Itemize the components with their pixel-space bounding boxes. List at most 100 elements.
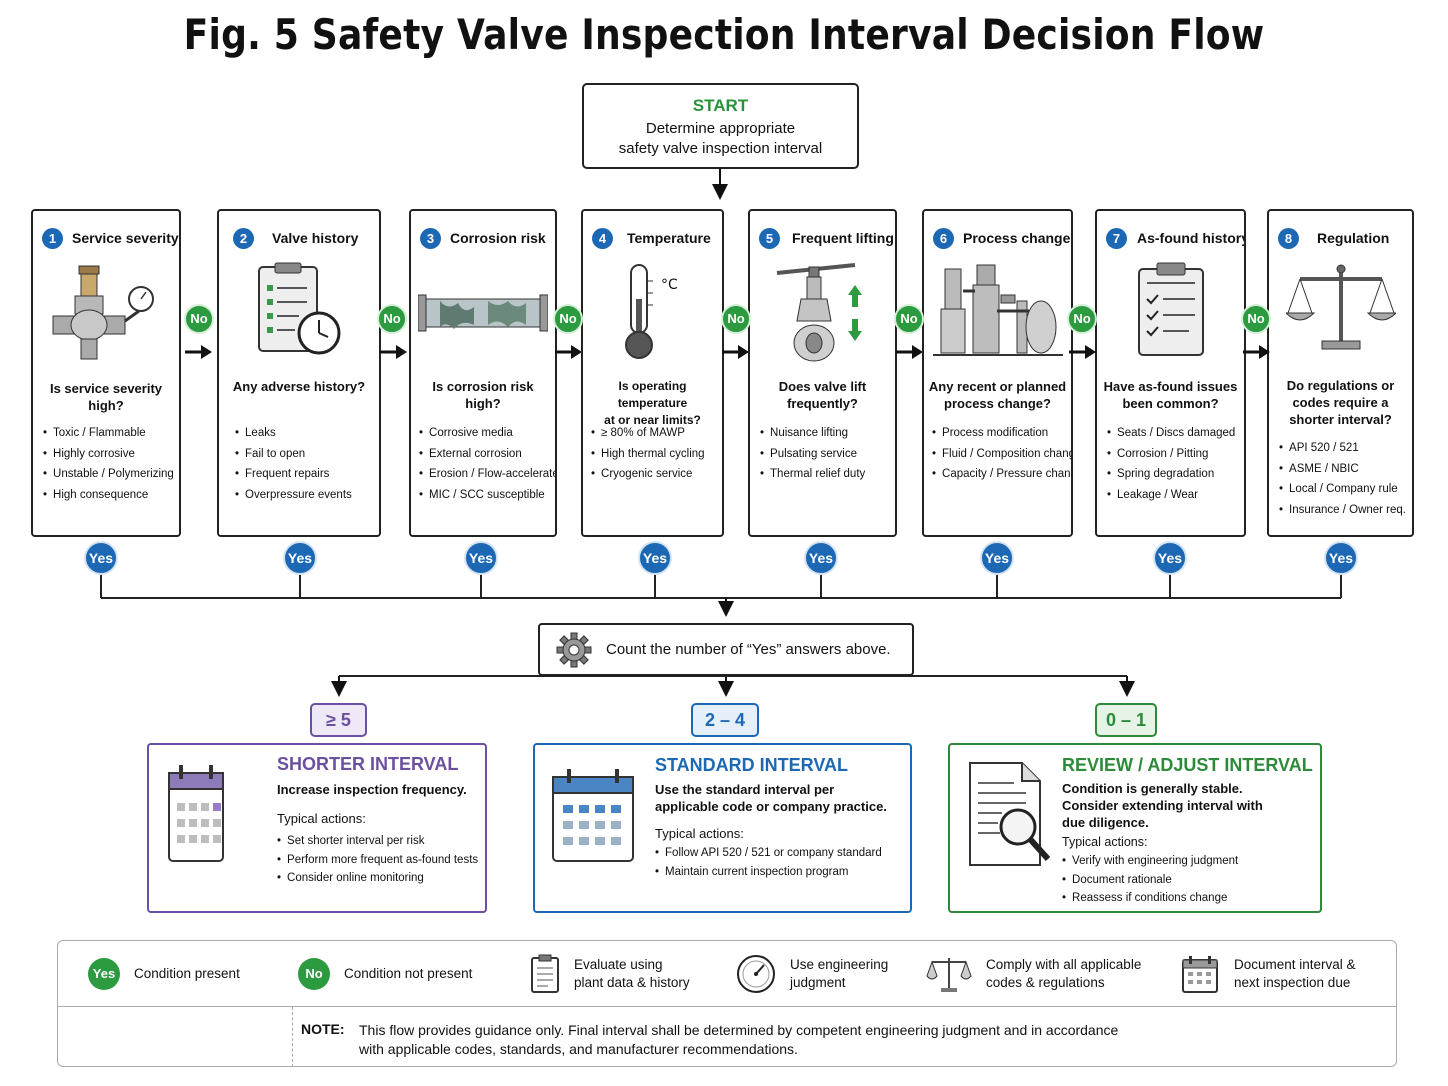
question-text: Is operating temperature at or near limi… xyxy=(587,378,718,429)
question-text: Is corrosion risk high? xyxy=(432,379,534,411)
step-number-badge: 8 xyxy=(1278,227,1299,249)
legend-text: Evaluate using plant data & history xyxy=(574,956,690,992)
yes-badge: Yes xyxy=(1153,541,1187,575)
yes-badge: Yes xyxy=(464,541,498,575)
question-line-1: Do regulations or xyxy=(1286,378,1395,393)
question-text: Do regulations or codes require a shorte… xyxy=(1273,377,1408,428)
question-text: Any adverse history? xyxy=(232,379,366,394)
criteria-item: Overpressure events xyxy=(235,485,377,506)
legend-line: Evaluate using xyxy=(574,957,663,972)
typical-actions-label: Typical actions: xyxy=(655,826,744,841)
note-line: This flow provides guidance only. Final … xyxy=(359,1022,1119,1038)
no-badge: No xyxy=(377,304,407,334)
step-number-badge: 5 xyxy=(759,227,780,249)
celsius-label: °C xyxy=(661,277,678,293)
action-item: Reassess if conditions change xyxy=(1062,889,1238,908)
step-number-badge: 3 xyxy=(420,227,441,249)
question-text: Does valve lift frequently? xyxy=(754,378,891,412)
no-badge: No xyxy=(298,958,330,990)
criteria-item: API 520 / 521 xyxy=(1279,438,1410,459)
outcome-title: REVIEW / ADJUST INTERVAL xyxy=(1062,755,1313,775)
criteria-item: Toxic / Flammable xyxy=(43,423,177,444)
criteria-item: ASME / NBIC xyxy=(1279,459,1410,480)
legend-no: No Condition not present xyxy=(298,941,472,1007)
legend-evaluate: Evaluate using plant data & history xyxy=(530,941,690,1007)
outcome-summary: Increase inspection frequency. xyxy=(277,782,467,797)
step-number-badge: 7 xyxy=(1106,227,1127,249)
action-item: Set shorter interval per risk xyxy=(277,832,478,851)
note-line: with applicable codes, standards, and ma… xyxy=(359,1041,798,1057)
criteria-item: High consequence xyxy=(43,485,177,506)
right-arrow-icon xyxy=(1243,345,1270,359)
step-number-badge: 2 xyxy=(233,227,254,249)
legend-row: Yes Condition present No Condition not p… xyxy=(58,941,1396,1007)
action-item: Document rationale xyxy=(1062,871,1238,890)
legend-line: next inspection due xyxy=(1234,975,1351,990)
right-arrow-icon xyxy=(555,345,582,359)
question-text: Any recent or planned process change? xyxy=(928,378,1067,412)
action-item: Consider online monitoring xyxy=(277,869,478,888)
right-arrow-icon xyxy=(1069,345,1096,359)
card-title: Regulation xyxy=(1317,230,1390,246)
legend-yes-text: Condition present xyxy=(134,966,240,981)
summary-line: Condition is generally stable. xyxy=(1062,781,1243,796)
criteria-item: Local / Company rule xyxy=(1279,479,1410,500)
action-item: Follow API 520 / 521 or company standard xyxy=(655,844,882,863)
criteria-item: Insurance / Owner req. xyxy=(1279,500,1410,521)
outcome-box-shorter-interval: SHORTER INTERVAL Increase inspection fre… xyxy=(147,743,487,913)
step-number-badge: 6 xyxy=(933,227,954,249)
legend-no-text: Condition not present xyxy=(344,966,473,981)
criteria-item: Unstable / Polymerizing xyxy=(43,464,177,485)
legend-line: plant data & history xyxy=(574,975,690,990)
criteria-list: ≥ 80% of MAWP High thermal cycling Cryog… xyxy=(591,423,720,485)
process-equipment-icon xyxy=(924,261,1071,371)
legend-line: Comply with all applicable xyxy=(986,957,1142,972)
question-line-2: frequently? xyxy=(787,396,858,411)
figure-title: Fig. 5 Safety Valve Inspection Interval … xyxy=(183,10,1265,59)
step-number-badge: 4 xyxy=(592,227,613,249)
summary-line: applicable code or company practice. xyxy=(655,799,887,814)
criteria-item: Pulsating service xyxy=(760,444,893,465)
legend-yes: Yes Condition present xyxy=(88,941,240,1007)
outcome-box-standard-interval: STANDARD INTERVAL Use the standard inter… xyxy=(533,743,912,913)
corroded-pipe-icon xyxy=(411,261,555,371)
legend-text: Document interval & next inspection due xyxy=(1234,956,1356,992)
action-item: Maintain current inspection program xyxy=(655,863,882,882)
clipboard-icon xyxy=(531,954,559,993)
question-line-1: Does valve lift xyxy=(778,379,867,394)
right-arrow-icon xyxy=(185,345,212,359)
legend-line: Document interval & xyxy=(1234,957,1356,972)
criteria-item: External corrosion xyxy=(419,444,553,465)
action-list: Verify with engineering judgment Documen… xyxy=(1062,852,1238,908)
card-title: Corrosion risk xyxy=(450,230,546,246)
question-line-1: Any recent or planned xyxy=(928,379,1067,394)
yes-drop-lines xyxy=(100,574,1342,598)
question-text: Have as-found issues been common? xyxy=(1101,378,1240,412)
outcome-summary: Use the standard interval per applicable… xyxy=(655,781,887,815)
question-text: Is service severity high? xyxy=(37,380,175,414)
summary-line: Consider extending interval with xyxy=(1062,798,1263,813)
question-line-2: codes require a xyxy=(1292,395,1389,410)
right-arrow-icon xyxy=(722,345,749,359)
count-yes-box: Count the number of “Yes” answers above. xyxy=(538,623,914,676)
summary-line: Use the standard interval per xyxy=(655,782,835,797)
calendar-icon xyxy=(1182,956,1218,993)
yes-badge: Yes xyxy=(84,541,118,575)
criteria-item: Seats / Discs damaged xyxy=(1107,423,1242,444)
criteria-item: Erosion / Flow-accelerated xyxy=(419,464,555,485)
calendar-icon xyxy=(168,765,224,862)
range-tag-standard: 2 – 4 xyxy=(691,703,759,737)
start-box: START Determine appropriate safety valve… xyxy=(582,83,859,169)
outcome-summary: Condition is generally stable. Consider … xyxy=(1062,780,1263,831)
no-badge: No xyxy=(1067,304,1097,334)
thermometer-icon: °C xyxy=(583,261,722,371)
lifting-valve-icon xyxy=(750,261,895,371)
criteria-item: Spring degradation xyxy=(1107,464,1242,485)
action-item: Verify with engineering judgment xyxy=(1062,852,1238,871)
